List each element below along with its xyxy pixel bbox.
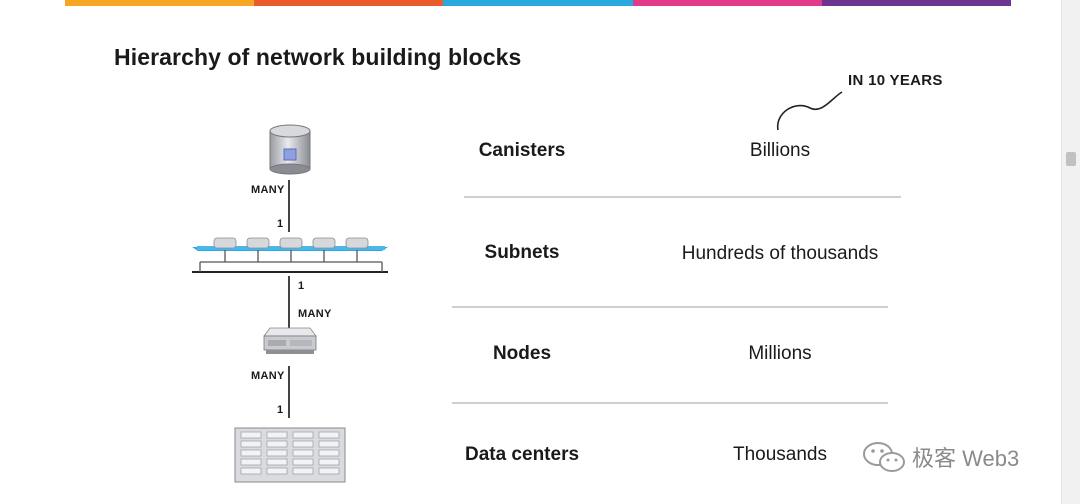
row-value-subnets: Hundreds of thousands	[681, 243, 879, 264]
connector-top-label-2: 1	[298, 280, 305, 292]
slide-title: Hierarchy of network building blocks	[114, 44, 522, 70]
row-separator	[452, 402, 888, 404]
row-label-data-centers: Data centers	[464, 444, 580, 465]
watermark: 极客 Web3	[862, 440, 1019, 474]
row-value-data-centers: Thousands	[732, 444, 827, 465]
connector-line-1	[288, 180, 290, 232]
stripe-red	[254, 0, 444, 6]
connector-bottom-label-1: 1	[277, 218, 284, 230]
connector-bottom-label-3: 1	[277, 404, 284, 416]
row-value-nodes: Millions	[748, 343, 812, 364]
annotation-label: IN 10 YEARS	[848, 72, 943, 89]
data-center-icon	[234, 427, 346, 483]
wechat-icon	[863, 442, 905, 472]
stripe-orange	[65, 0, 255, 6]
watermark-text: 极客 Web3	[912, 446, 1020, 471]
row-separator	[464, 196, 901, 198]
stripe-blue	[443, 0, 633, 6]
canister-icon	[269, 124, 311, 175]
connector-bottom-label-2: MANY	[298, 308, 332, 320]
annotation-curve	[777, 91, 843, 131]
subnet-icon	[192, 237, 388, 273]
connector-top-label-3: MANY	[251, 370, 285, 382]
connector-line-3	[288, 366, 290, 418]
stripe-pink	[632, 0, 822, 6]
row-label-subnets: Subnets	[484, 242, 560, 263]
connector-line-2	[288, 276, 290, 328]
stripe-purple	[821, 0, 1012, 6]
scrollbar-thumb[interactable]	[1066, 152, 1076, 166]
node-server-icon	[263, 327, 317, 354]
row-label-canisters: Canisters	[478, 140, 566, 161]
row-label-nodes: Nodes	[492, 343, 552, 364]
color-stripe-bar	[65, 0, 1012, 6]
connector-top-label-1: MANY	[251, 184, 285, 196]
vertical-scrollbar[interactable]	[1061, 0, 1080, 504]
row-separator	[452, 306, 888, 308]
row-value-canisters: Billions	[749, 140, 811, 161]
